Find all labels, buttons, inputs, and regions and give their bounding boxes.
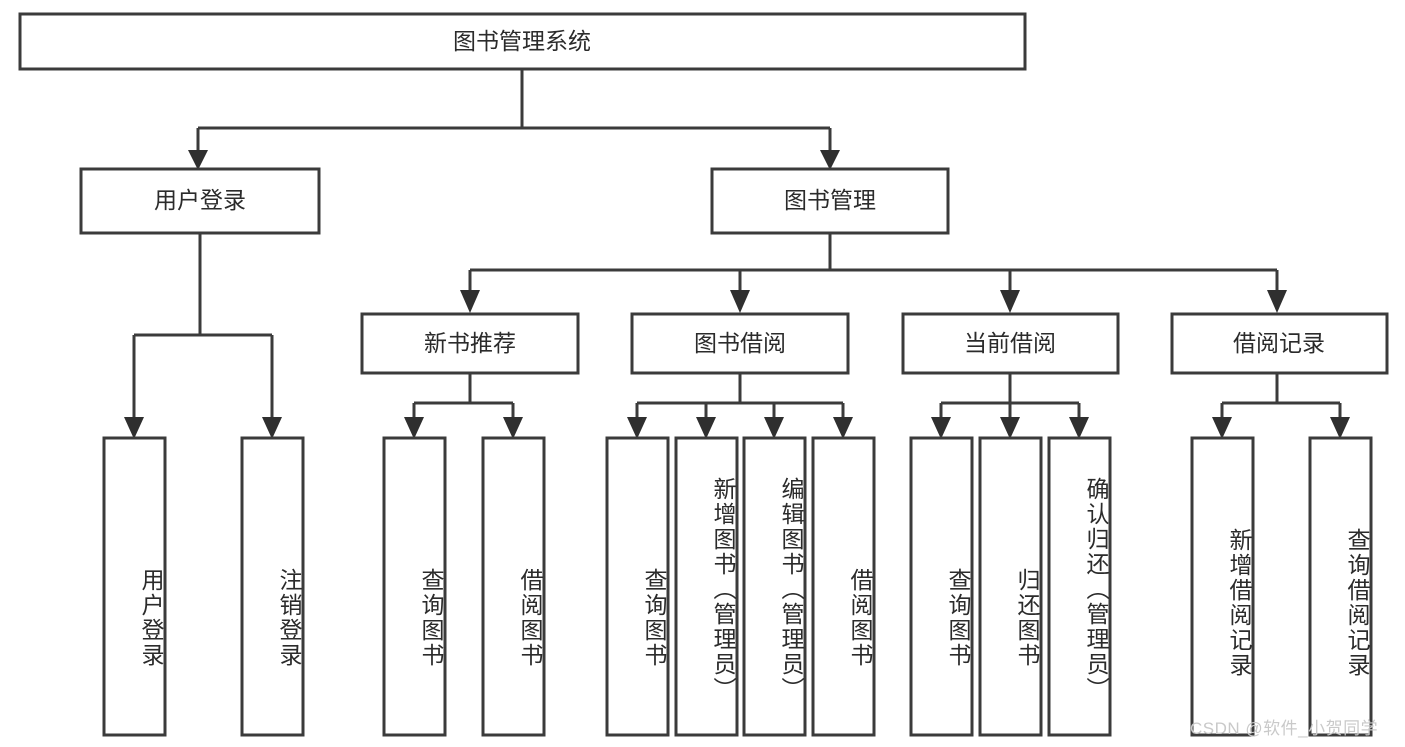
node-new-book-recommend-box[interactable] (360, 312, 580, 375)
node-borrow-record-box[interactable] (1170, 312, 1389, 375)
leaf-box-br-query[interactable] (1308, 436, 1373, 737)
node-user-login-box[interactable] (79, 167, 321, 235)
connector-group (124, 69, 1350, 439)
node-borrow-record[interactable]: 借阅记录 (1170, 312, 1389, 375)
node-book-borrow-label: 图书借阅 (694, 330, 786, 356)
leaf-box-bb-edit[interactable] (742, 436, 807, 737)
node-user-login[interactable]: 用户登录 (79, 167, 321, 235)
watermark-text: CSDN @软件_小贺同学 (1190, 719, 1379, 738)
node-book-borrow-box[interactable] (630, 312, 850, 375)
arrowhead-book-manage (820, 150, 840, 170)
leaf-boxes (102, 436, 1373, 737)
node-book-manage-box[interactable] (710, 167, 950, 235)
node-root-box[interactable] (18, 12, 1027, 71)
arrowhead-bookborrow (730, 290, 750, 313)
node-book-manage[interactable]: 图书管理 (710, 167, 950, 235)
arrowhead-newbook (460, 290, 480, 313)
node-book-borrow[interactable]: 图书借阅 (630, 312, 850, 375)
node-current-borrow-label: 当前借阅 (964, 330, 1056, 356)
arrowhead-currentborrow (1000, 290, 1020, 313)
node-new-book-recommend[interactable]: 新书推荐 (360, 312, 580, 375)
node-book-manage-label: 图书管理 (784, 187, 876, 213)
node-root[interactable]: 图书管理系统 (18, 12, 1027, 71)
arrowhead-newbook-leaf-2 (503, 417, 523, 439)
arrowhead-bookborrow-leaf-4 (833, 417, 853, 439)
arrowhead-currentborrow-leaf-1 (931, 417, 951, 439)
arrowhead-bookborrow-leaf-3 (764, 417, 784, 439)
leaf-box-cb-query[interactable] (909, 436, 974, 737)
leaf-box-cb-return[interactable] (978, 436, 1043, 737)
arrowhead-borrowrecord-leaf-1 (1212, 417, 1232, 439)
node-root-label: 图书管理系统 (453, 28, 591, 54)
arrowhead-leaf-logout (262, 417, 282, 439)
leaf-box-bb-add[interactable] (674, 436, 739, 737)
arrowhead-bookborrow-leaf-2 (696, 417, 716, 439)
leaf-box-newbook-borrow[interactable] (481, 436, 546, 737)
arrowhead-currentborrow-leaf-3 (1069, 417, 1089, 439)
arrowhead-currentborrow-leaf-2 (1000, 417, 1020, 439)
leaf-box-logout[interactable] (240, 436, 305, 737)
arrowhead-leaf-user-login (124, 417, 144, 439)
leaf-box-bb-query[interactable] (605, 436, 670, 737)
leaf-box-br-add[interactable] (1190, 436, 1255, 737)
node-borrow-record-label: 借阅记录 (1233, 330, 1325, 356)
leaf-box-bb-borrow[interactable] (811, 436, 876, 737)
node-current-borrow-box[interactable] (901, 312, 1120, 375)
arrowhead-bookborrow-leaf-1 (627, 417, 647, 439)
node-current-borrow[interactable]: 当前借阅 (901, 312, 1120, 375)
arrowhead-borrowrecord (1267, 290, 1287, 313)
leaf-box-user-login[interactable] (102, 436, 167, 737)
node-user-login-label: 用户登录 (154, 187, 246, 213)
leaf-box-cb-confirm[interactable] (1047, 436, 1112, 737)
arrowhead-user-login (188, 150, 208, 170)
leaf-box-newbook-query[interactable] (382, 436, 447, 737)
arrowhead-newbook-leaf-1 (404, 417, 424, 439)
node-new-book-recommend-label: 新书推荐 (424, 330, 516, 356)
arrowhead-borrowrecord-leaf-2 (1330, 417, 1350, 439)
